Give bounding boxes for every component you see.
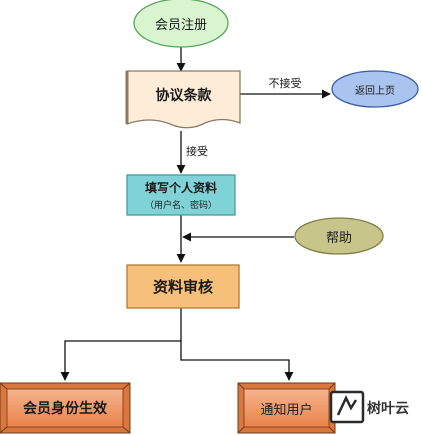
reject-edge-label: 不接受: [268, 77, 302, 90]
notify-node: [237, 382, 336, 434]
help-node: [294, 217, 384, 255]
activate-node-label: 会员身份生效: [23, 401, 107, 417]
edge-review-to-notify: [180, 341, 294, 381]
connectors: [60, 47, 331, 381]
accept-edge-label: 接受: [186, 145, 208, 158]
back-node-label: 返回上页: [355, 85, 395, 97]
info-node: [126, 174, 236, 216]
notify-node-label: 通知用户: [260, 402, 313, 418]
help-node-label: 帮助: [325, 230, 352, 246]
start-node-label: 会员注册: [154, 17, 207, 33]
terms-node: [126, 70, 241, 129]
watermark-text: 树叶云: [367, 401, 409, 417]
activate-node: [0, 382, 131, 434]
review-node: [126, 264, 240, 309]
edge-review-to-activate: [60, 308, 182, 381]
back-node: [331, 70, 419, 108]
info-node-label-line1: 填写个人资料: [144, 180, 217, 195]
terms-node-label: 协议条款: [155, 88, 212, 104]
review-node-label: 资料审核: [152, 277, 213, 296]
info-node-label-line2: （用户名、密码）: [144, 200, 217, 211]
start-node: [133, 0, 229, 48]
logo-icon: [329, 390, 365, 424]
